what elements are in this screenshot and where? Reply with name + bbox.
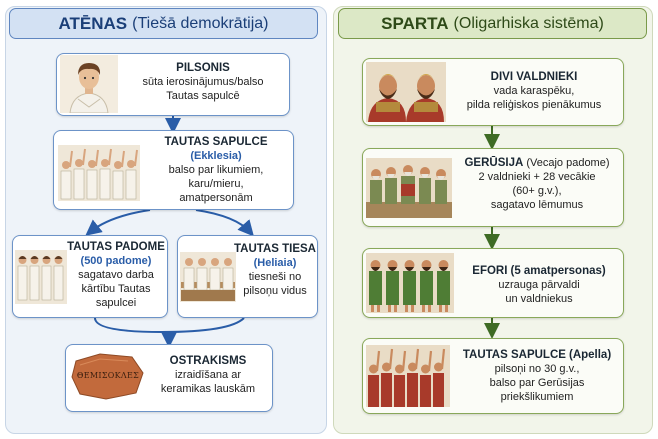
arrow-to-ostracism — [94, 317, 245, 334]
ephors-text: EFORI (5 amatpersonas) uzrauga pārvaldi … — [456, 264, 622, 306]
apella-title-suffix: (Apella) — [568, 349, 612, 361]
assembly-line-1: balso par likumiem, — [168, 164, 264, 176]
citizen-line-2: Tautas sapulcē — [166, 90, 240, 102]
ostracon-inscription: ΘΕΜΙΣΟΚΛΕΣ — [76, 371, 140, 380]
kings-line-2: pilda reliģiskos pienākumus — [466, 99, 602, 111]
court-title: TAUTAS TIESA — [234, 243, 316, 255]
ephors-heading: EFORI (5 amatpersonas) — [456, 264, 622, 278]
gerousia-title-suffix: (Vecajo padome) — [526, 157, 610, 169]
athens-header-title: ATĒNAS — [58, 13, 128, 33]
assembly-subtitle: (Ekklesia) — [190, 150, 242, 162]
council-text: TAUTAS PADOME (500 padome) sagatavo darb… — [66, 240, 166, 310]
council-line-3: sapulcei — [95, 297, 137, 309]
kings-title: DIVI VALDNIEKI — [490, 71, 578, 83]
council-illustration — [15, 250, 67, 304]
apella-crowd-illustration — [366, 345, 450, 407]
assembly-line-3: amatpersonām — [179, 192, 253, 204]
arrow-assembly-to-council — [85, 209, 151, 236]
ostracism-line-1: izraidīšana ar — [174, 369, 242, 381]
council-subtitle: (500 padome) — [80, 255, 152, 267]
ostracism-title: OSTRAKISMS — [169, 355, 247, 367]
apella-title: TAUTAS SAPULCE — [462, 349, 566, 361]
assembly-line-2: karu/mieru, — [188, 178, 244, 190]
gerousia-heading: GERŪSIJA (Vecajo padome) — [452, 156, 622, 170]
gerousia-line-3: sagatavo lēmumus — [490, 199, 584, 211]
court-illustration — [180, 252, 236, 302]
assembly-title: TAUTAS SAPULCE — [164, 136, 268, 148]
gerousia-line-2: (60+ g.v.), — [512, 185, 562, 197]
ephors-title-suffix: (5 amatpersonas) — [510, 265, 606, 277]
citizen-portrait — [60, 55, 118, 113]
court-text: TAUTAS TIESA (Heliaia) tiesneši no pilso… — [234, 242, 316, 298]
sparta-header-title: SPARTA — [381, 13, 449, 33]
athens-header-subtitle: (Tiešā demokrātija) — [132, 14, 269, 32]
council-title: TAUTAS PADOME — [67, 241, 165, 253]
ephors-line-1: uzrauga pārvaldi — [498, 279, 580, 291]
athens-header: ATĒNAS (Tiešā demokrātija) — [9, 8, 318, 39]
apella-line-1: pilsoņi no 30 g.v., — [494, 363, 580, 375]
ephors-line-2: un valdniekus — [505, 293, 573, 305]
apella-line-3: priekšlikumiem — [500, 391, 574, 403]
gerousia-text: GERŪSIJA (Vecajo padome) 2 valdnieki + 2… — [452, 156, 622, 212]
court-line-1: tiesneši no — [248, 271, 302, 283]
ephors-illustration — [366, 253, 454, 313]
assembly-text: TAUTAS SAPULCE (Ekklesia) balso par liku… — [140, 135, 292, 205]
apella-line-2: balso par Gerūsijas — [489, 377, 585, 389]
ostracism-line-2: keramikas lauskām — [160, 383, 256, 395]
council-line-1: sagatavo darba — [78, 269, 154, 281]
assembly-crowd-illustration — [58, 145, 140, 201]
apella-text: TAUTAS SAPULCE (Apella) pilsoņi no 30 g.… — [452, 348, 622, 404]
court-line-2: pilsoņu vidus — [243, 285, 307, 297]
sparta-header: SPARTA (Oligarhiska sistēma) — [338, 8, 647, 39]
kings-line-1: vada karaspēku, — [493, 85, 575, 97]
sparta-header-subtitle: (Oligarhiska sistēma) — [453, 14, 604, 32]
kings-text: DIVI VALDNIEKI vada karaspēku, pilda rel… — [448, 70, 620, 112]
ephors-title: EFORI — [472, 265, 508, 277]
gerousia-title: GERŪSIJA — [464, 157, 524, 169]
arrow-assembly-to-court — [195, 209, 254, 237]
citizen-line-1: sūta ierosinājumus/balso — [142, 76, 264, 88]
gerousia-illustration — [366, 158, 452, 218]
gerousia-line-1: 2 valdnieki + 28 vecākie — [478, 171, 596, 183]
citizen-text: PILSONIS sūta ierosinājumus/balso Tautas… — [120, 61, 286, 103]
ostracism-text: OSTRAKISMS izraidīšana ar keramikas laus… — [146, 354, 270, 396]
court-subtitle: (Heliaia) — [253, 257, 297, 269]
apella-heading: TAUTAS SAPULCE (Apella) — [452, 348, 622, 362]
kings-illustration — [366, 62, 446, 122]
citizen-title: PILSONIS — [176, 62, 230, 74]
ostracon-shard — [71, 353, 144, 400]
council-line-2: kārtību Tautas — [81, 283, 151, 295]
